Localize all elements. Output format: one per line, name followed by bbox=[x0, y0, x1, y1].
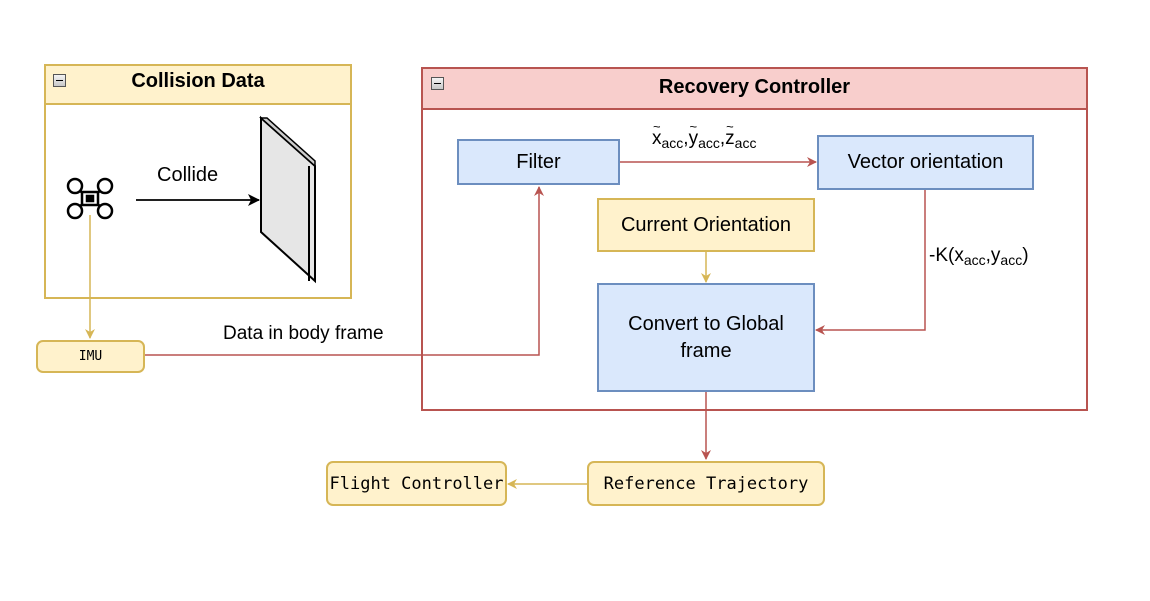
y-subscript: acc bbox=[1000, 252, 1023, 268]
reference-trajectory-node[interactable]: Reference Trajectory bbox=[587, 461, 825, 506]
wall-icon bbox=[259, 115, 316, 284]
reference-trajectory-label: Reference Trajectory bbox=[603, 473, 809, 494]
vector-orientation-label: Vector orientation bbox=[847, 151, 1004, 173]
convert-global-label: Convert to Global frame bbox=[628, 312, 784, 362]
separator: , bbox=[683, 128, 689, 149]
recovery-group-title: Recovery Controller bbox=[658, 76, 851, 98]
separator: , bbox=[719, 128, 726, 149]
vector-orientation-node[interactable]: Vector orientation bbox=[817, 135, 1034, 190]
collision-group-title: Collision Data bbox=[131, 70, 265, 92]
x-subscript: acc bbox=[963, 252, 986, 268]
z-tilde: z bbox=[725, 119, 735, 150]
current-orientation-node[interactable]: Current Orientation bbox=[597, 198, 815, 252]
drone-icon bbox=[66, 177, 114, 220]
y-tilde: y bbox=[689, 119, 699, 150]
imu-label: IMU bbox=[78, 349, 103, 364]
vector-to-convert-edge bbox=[815, 190, 926, 335]
gain-suffix: ) bbox=[1022, 245, 1029, 266]
x-subscript: acc bbox=[661, 135, 684, 151]
recovery-group-header bbox=[421, 67, 1088, 110]
collapse-icon[interactable] bbox=[53, 74, 66, 87]
y-subscript: acc bbox=[698, 135, 720, 151]
imu-node[interactable]: IMU bbox=[36, 340, 145, 373]
filter-to-vector-label: xacc,yacc,zacc bbox=[652, 119, 757, 151]
convert-global-node[interactable]: Convert to Global frame bbox=[597, 283, 815, 392]
collide-label: Collide bbox=[157, 164, 219, 186]
x-var: x bbox=[954, 245, 964, 266]
imu-to-filter-label: Data in body frame bbox=[223, 323, 384, 344]
x-tilde: x bbox=[652, 119, 662, 150]
flight-controller-node[interactable]: Flight Controller bbox=[326, 461, 507, 506]
collapse-icon[interactable] bbox=[431, 77, 444, 90]
separator: , bbox=[985, 245, 991, 266]
flight-controller-label: Flight Controller bbox=[329, 473, 504, 494]
collision-group-header bbox=[44, 64, 352, 105]
current-orientation-label: Current Orientation bbox=[620, 213, 792, 236]
z-subscript: acc bbox=[734, 135, 757, 151]
y-var: y bbox=[990, 245, 1001, 266]
gain-prefix: -K( bbox=[929, 245, 955, 266]
filter-node[interactable]: Filter bbox=[457, 139, 620, 185]
imu-to-filter-edge bbox=[145, 186, 544, 356]
filter-label: Filter bbox=[516, 150, 561, 173]
vector-to-convert-label: -K(xacc,yacc) bbox=[929, 245, 1029, 267]
